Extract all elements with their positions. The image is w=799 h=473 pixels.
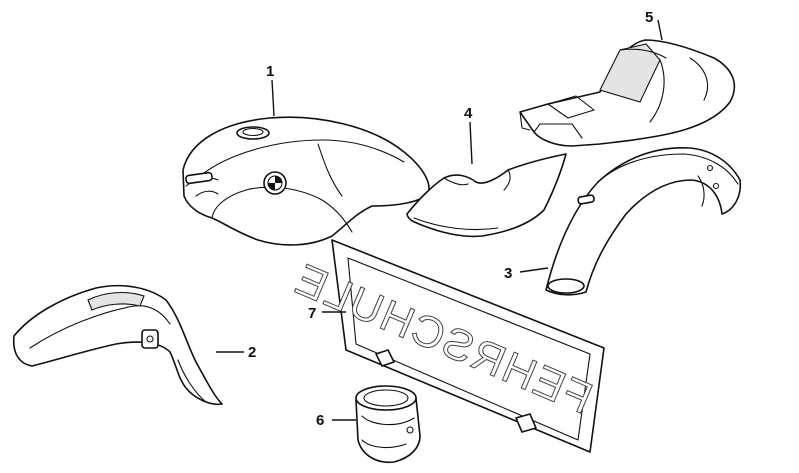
callout-3: 3 xyxy=(504,265,512,282)
seat-tail-section xyxy=(519,39,736,147)
callout-7: 7 xyxy=(308,305,316,322)
side-cover xyxy=(406,153,567,238)
fuel-tank xyxy=(182,116,430,246)
bmw-roundel xyxy=(263,171,287,195)
callout-6: 6 xyxy=(316,412,324,429)
rear-mudguard xyxy=(545,147,742,296)
callout-2: 2 xyxy=(248,344,256,361)
filler-neck-ring xyxy=(355,385,421,464)
callout-4: 4 xyxy=(464,105,473,122)
leader-lines xyxy=(216,19,663,421)
front-mudguard xyxy=(12,284,223,406)
callout-labels: 1 2 3 4 5 6 7 xyxy=(248,9,653,429)
callout-5: 5 xyxy=(645,9,653,26)
callout-1: 1 xyxy=(266,63,274,80)
